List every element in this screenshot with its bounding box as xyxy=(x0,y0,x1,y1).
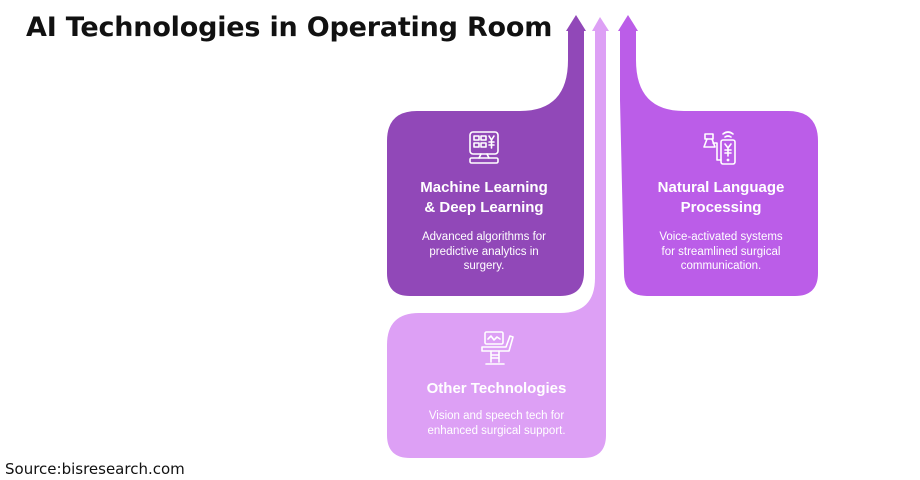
card-title-line: Machine Learning xyxy=(420,179,548,196)
other-card-shape xyxy=(387,30,606,458)
card-desc-line: predictive analytics in xyxy=(429,245,539,258)
card-desc-line: Vision and speech tech for xyxy=(428,410,565,422)
card-title-line: Natural Language xyxy=(657,179,785,196)
card-title: Natural Language Processing xyxy=(624,178,818,218)
nlp-card-shape xyxy=(620,30,818,296)
card-title-line: & Deep Learning xyxy=(424,199,544,216)
nlp-arrow-head xyxy=(618,15,638,31)
card-title-line: Other Technologies xyxy=(426,380,567,397)
card-machine-learning: Machine Learning & Deep Learning Advance… xyxy=(387,130,581,274)
card-title: Machine Learning & Deep Learning xyxy=(387,178,581,218)
page-title: AI Technologies in Operating Room xyxy=(26,12,553,43)
monitor-currency-icon xyxy=(469,131,499,164)
card-title: Other Technologies xyxy=(387,379,606,399)
surgical-chair-monitor-icon xyxy=(480,331,514,365)
other-arrow-head xyxy=(592,17,609,31)
card-desc-line: Voice-activated systems xyxy=(659,231,783,243)
card-desc-line: for streamlined surgical xyxy=(661,245,781,258)
ml-arrow-head xyxy=(566,15,586,31)
card-other-technologies: Other Technologies Vision and speech tec… xyxy=(387,331,606,438)
card-title-line: Processing xyxy=(680,199,762,216)
card-desc-line: surgery. xyxy=(463,260,505,272)
phone-payment-icon xyxy=(703,131,736,165)
source-caption: Source:bisresearch.com xyxy=(5,460,185,478)
card-natural-language-processing: Natural Language Processing Voice-activa… xyxy=(624,128,818,274)
card-desc-line: enhanced surgical support. xyxy=(427,424,566,437)
card-desc-line: Advanced algorithms for xyxy=(421,231,546,243)
card-description: Advanced algorithms for predictive analy… xyxy=(387,230,581,274)
card-description: Vision and speech tech for enhanced surg… xyxy=(387,409,606,438)
card-desc-line: communication. xyxy=(680,260,762,272)
card-description: Voice-activated systems for streamlined … xyxy=(624,230,818,274)
